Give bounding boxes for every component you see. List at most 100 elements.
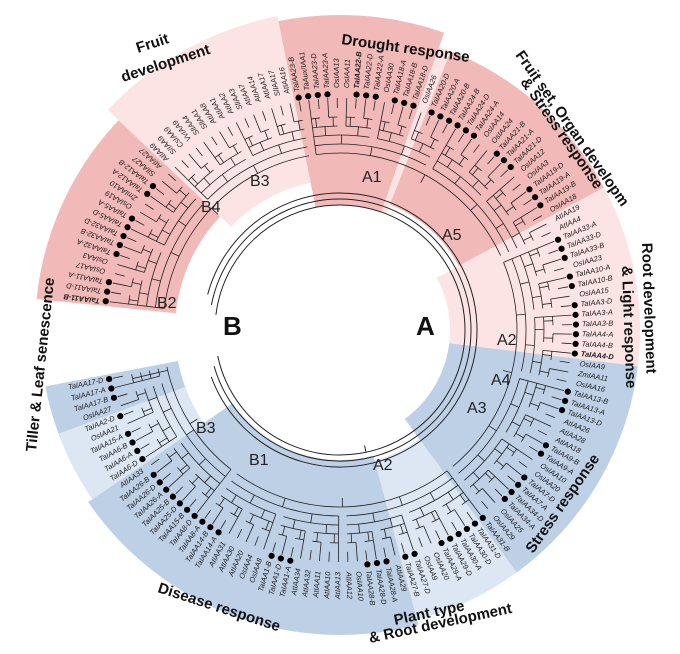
leaf-marker-dot <box>117 242 123 248</box>
leaf-marker-dot <box>428 109 434 115</box>
leaf-marker-dot <box>129 216 135 222</box>
leaf-marker-dot <box>558 246 564 252</box>
leaf-marker-dot <box>537 202 543 208</box>
leaf-marker-dot <box>113 251 119 257</box>
leaf-marker-dot <box>559 407 565 413</box>
leaf-marker-dot <box>324 91 330 97</box>
leaf-marker-dot <box>402 554 408 560</box>
leaf-marker-dot <box>543 442 549 448</box>
leaf-marker-dot <box>278 555 284 561</box>
leaf-marker-dot <box>106 279 112 285</box>
leaf-marker-dot <box>573 331 579 337</box>
clade-label-a1: A1 <box>362 169 382 186</box>
leaf-label: TaIAA4-A <box>582 329 614 339</box>
leaf-label: AtIAA10 <box>322 571 332 600</box>
leaf-marker-dot <box>463 127 469 133</box>
leaf-marker-dot <box>555 237 561 243</box>
leaf-marker-dot <box>508 489 514 495</box>
leaf-marker-dot <box>538 451 544 457</box>
leaf-marker-dot <box>111 395 117 401</box>
leaf-marker-dot <box>454 122 460 128</box>
leaf-marker-dot <box>572 302 578 308</box>
leaf-marker-dot <box>104 289 110 295</box>
clade-label-b2: B2 <box>157 295 177 312</box>
leaf-marker-dot <box>125 431 131 437</box>
leaf-marker-dot <box>572 312 578 318</box>
leaf-marker-dot <box>456 531 462 537</box>
leaf-marker-dot <box>363 92 369 98</box>
leaf-marker-dot <box>508 164 514 170</box>
leaf-marker-dot <box>305 93 311 99</box>
leaf-label: OsIAA13 <box>332 58 341 89</box>
leaf-marker-dot <box>374 560 380 566</box>
clade-label-a5: A5 <box>442 227 462 244</box>
leaf-marker-dot <box>170 494 176 500</box>
leaf-marker-dot <box>296 95 302 101</box>
leaf-marker-dot <box>411 551 417 557</box>
leaf-marker-dot <box>501 157 507 163</box>
leaf-marker-dot <box>150 183 156 189</box>
leaf-marker-dot <box>151 472 157 478</box>
leaf-marker-dot <box>177 500 183 506</box>
branch-root <box>365 445 366 452</box>
leaf-marker-dot <box>287 558 293 564</box>
leaf-marker-dot <box>464 526 470 532</box>
leaf-marker-dot <box>106 376 112 382</box>
leaf-marker-dot <box>315 92 321 98</box>
group-label-b: B <box>223 311 242 341</box>
clade-label-b1: B1 <box>249 452 269 469</box>
leaf-marker-dot <box>472 520 478 526</box>
clade-label-b3-lower: B3 <box>196 420 216 437</box>
function-label-tiller: Tiller & Leaf senescence <box>23 277 58 453</box>
leaf-marker-dot <box>521 474 527 480</box>
leaf-marker-dot <box>562 398 568 404</box>
leaf-marker-dot <box>565 389 571 395</box>
leaf-marker-dot <box>108 385 114 391</box>
leaf-marker-dot <box>134 448 140 454</box>
leaf-marker-dot <box>199 519 205 525</box>
leaf-marker-dot <box>572 341 578 347</box>
leaf-marker-dot <box>353 91 359 97</box>
leaf-marker-dot <box>532 194 538 200</box>
function-label-root-development: Root development <box>638 243 660 374</box>
leaf-label: AtIAA13 <box>333 571 342 600</box>
leaf-label: TaIAA4-B <box>581 339 613 350</box>
leaf-marker-dot <box>157 479 163 485</box>
leaf-marker-dot <box>215 529 221 535</box>
leaf-marker-dot <box>437 113 443 119</box>
leaf-marker-dot <box>572 350 578 356</box>
leaf-marker-dot <box>192 513 198 519</box>
leaf-marker-dot <box>392 97 398 103</box>
group-label-a: A <box>416 311 435 341</box>
leaf-marker-dot <box>447 536 453 542</box>
leaf-label: OsIAA11 <box>342 59 352 88</box>
leaf-marker-dot <box>515 482 521 488</box>
leaf-label: AtIAA12 <box>344 571 354 599</box>
leaf-label: TaIAA23-A <box>320 53 331 89</box>
leaf-marker-dot <box>494 151 500 157</box>
clade-label-a3: A3 <box>467 400 487 417</box>
leaf-marker-dot <box>401 100 407 106</box>
clade-label-b3-upper: B3 <box>250 173 270 190</box>
leaf-marker-dot <box>569 283 575 289</box>
leaf-marker-dot <box>103 298 109 304</box>
leaf-marker-dot <box>410 103 416 109</box>
leaf-marker-dot <box>573 321 579 327</box>
leaf-marker-dot <box>163 487 169 493</box>
clade-label-a4: A4 <box>491 372 511 389</box>
leaf-marker-dot <box>383 558 389 564</box>
leaf-marker-dot <box>144 191 150 197</box>
leaf-marker-dot <box>207 524 213 530</box>
clade-label-a2-upper: A2 <box>497 332 517 349</box>
clade-label-a2-lower: A2 <box>373 457 393 474</box>
leaf-marker-dot <box>373 94 379 100</box>
group-labels: A B <box>223 311 435 341</box>
leaf-marker-dot <box>139 456 145 462</box>
function-label-fruit: Fruit <box>134 30 171 56</box>
leaf-marker-dot <box>567 273 573 279</box>
leaf-marker-dot <box>129 439 135 445</box>
clade-label-b4: B4 <box>201 199 221 216</box>
leaf-marker-dot <box>364 561 370 567</box>
